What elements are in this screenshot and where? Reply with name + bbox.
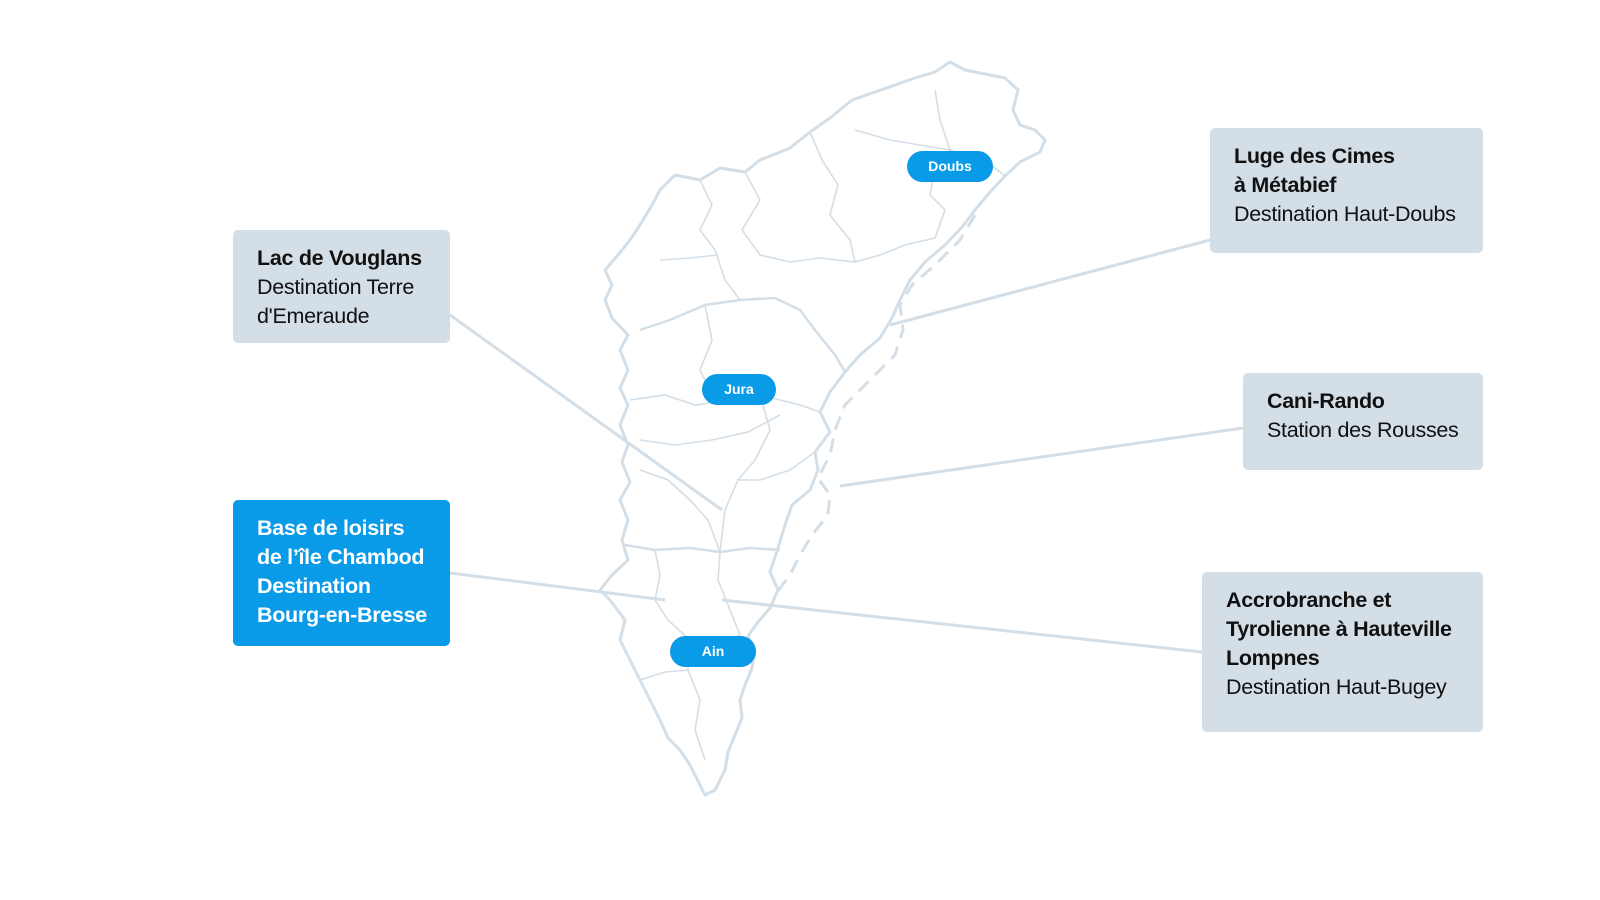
destination-title: Lac de Vouglans xyxy=(257,246,422,270)
destination-card-lac-vouglans[interactable]: Lac de Vouglans Destination Terre d'Emer… xyxy=(233,230,450,343)
destination-title: Base de loisirs de l’île Chambod xyxy=(257,516,425,569)
connector-accrobranche xyxy=(721,598,1203,654)
destination-subtitle: Station des Rousses xyxy=(1267,418,1459,442)
destination-card-accrobranche[interactable]: Accrobranche et Tyrolienne à Hauteville … xyxy=(1202,572,1483,732)
destination-card-cani-rando[interactable]: Cani-Rando Station des Rousses xyxy=(1243,373,1483,470)
connector-ile-chambod xyxy=(449,571,666,602)
destination-title: Luge des Cimes à Métabief xyxy=(1234,144,1395,197)
connector-lac-vouglans xyxy=(449,313,723,512)
destination-card-ile-chambod[interactable]: Base de loisirs de l’île Chambod Destina… xyxy=(233,500,450,646)
destination-subtitle: Destination Haut-Doubs xyxy=(1234,202,1456,226)
border-dashed-line xyxy=(773,214,977,596)
destination-card-luge-cimes[interactable]: Luge des Cimes à Métabief Destination Ha… xyxy=(1210,128,1483,253)
connector-lines xyxy=(449,238,1244,654)
department-label-doubs[interactable]: Doubs xyxy=(907,151,993,182)
destination-title: Accrobranche et Tyrolienne à Hauteville … xyxy=(1226,588,1452,670)
destination-title: Cani-Rando xyxy=(1267,389,1385,413)
department-boundary xyxy=(624,543,781,554)
department-boundary xyxy=(639,296,847,373)
department-label-ain[interactable]: Ain xyxy=(670,636,756,667)
destination-subtitle: Destination Haut-Bugey xyxy=(1226,675,1447,699)
destination-subtitle: Destination Bourg-en-Bresse xyxy=(257,574,427,627)
destination-subtitle: Destination Terre d'Emeraude xyxy=(257,275,415,328)
connector-cani-rando xyxy=(839,426,1244,488)
department-label-jura[interactable]: Jura xyxy=(702,374,776,405)
connector-luge-cimes xyxy=(889,238,1211,327)
